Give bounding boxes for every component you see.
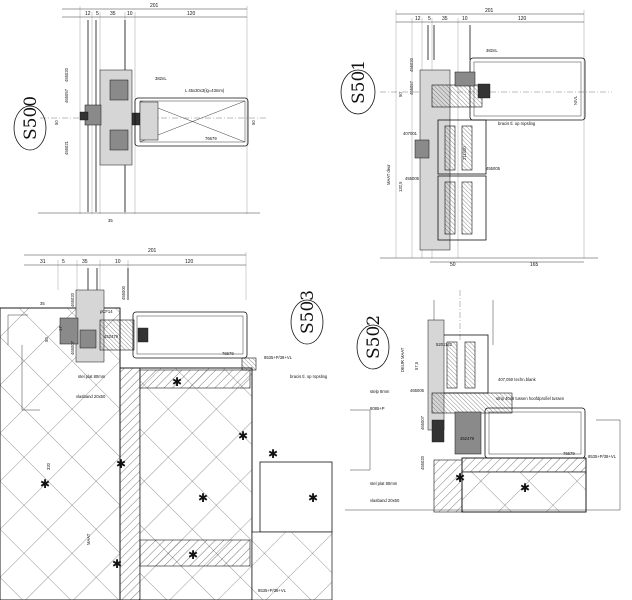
svg-text:35: 35 bbox=[442, 16, 448, 22]
svg-text:50: 50 bbox=[44, 337, 49, 342]
svg-text:vlasband 20x50: vlasband 20x50 bbox=[76, 394, 106, 399]
svg-text:50: 50 bbox=[450, 262, 456, 268]
svg-text:✱: ✱ bbox=[112, 557, 122, 571]
svg-text:8535+P/38+VL: 8535+P/38+VL bbox=[264, 355, 293, 360]
s503-side-dims: 35 17 50 465020 465007 455000 bbox=[40, 285, 126, 355]
s502-fill-markers: ✱✱ bbox=[455, 471, 530, 495]
s500-dim-e: 120 bbox=[187, 11, 196, 17]
svg-text:5: 5 bbox=[62, 259, 65, 265]
svg-text:50: 50 bbox=[54, 120, 59, 125]
svg-text:382nL: 382nL bbox=[486, 48, 498, 53]
svg-text:57,5: 57,5 bbox=[414, 361, 419, 370]
svg-text:vlasband 20x50: vlasband 20x50 bbox=[370, 498, 400, 503]
svg-text:5: 5 bbox=[428, 16, 431, 22]
svg-text:stel plat 80mm: stel plat 80mm bbox=[78, 374, 106, 379]
svg-text:35: 35 bbox=[40, 301, 45, 306]
svg-text:MAAT: MAAT bbox=[86, 533, 91, 545]
svg-text:10: 10 bbox=[462, 16, 468, 22]
s501-side-dims: 465057 455020 50 132,5 MAAT deur bbox=[386, 57, 414, 192]
svg-text:76679: 76679 bbox=[563, 451, 575, 456]
svg-text:320: 320 bbox=[46, 462, 51, 470]
svg-text:DEUR MAAT: DEUR MAAT bbox=[400, 347, 405, 372]
svg-text:12: 12 bbox=[415, 16, 421, 22]
svg-text:✱: ✱ bbox=[188, 548, 198, 562]
svg-text:165: 165 bbox=[530, 262, 539, 268]
svg-text:bracis tl. op ropsling: bracis tl. op ropsling bbox=[290, 374, 328, 379]
svg-text:stelp 8mm: stelp 8mm bbox=[370, 389, 390, 394]
svg-text:31: 31 bbox=[40, 259, 46, 265]
s500-dim-a: 12 bbox=[85, 11, 91, 17]
svg-text:452479: 452479 bbox=[104, 334, 119, 339]
s503-label: S503 bbox=[298, 290, 318, 334]
svg-text:455020: 455020 bbox=[409, 57, 414, 72]
svg-text:8085+P: 8085+P bbox=[370, 406, 385, 411]
s500-label: S500 bbox=[21, 96, 41, 140]
svg-text:455005: 455005 bbox=[405, 176, 420, 181]
svg-text:120: 120 bbox=[185, 259, 194, 265]
detail-s501: 201 12 5 35 10 120 465057 455020 50 132,… bbox=[340, 8, 612, 268]
svg-text:stel plat 80mm: stel plat 80mm bbox=[370, 481, 398, 486]
s500-tag-angle: L 45x30x3(lg=43mm) bbox=[185, 88, 225, 93]
svg-text:8535+P/38+VL: 8535+P/38+VL bbox=[588, 454, 617, 459]
footer-note: 8535+P/38+VL bbox=[258, 588, 287, 593]
svg-text:✱: ✱ bbox=[268, 447, 278, 461]
detail-s503: 201 31 5 35 10 120 bbox=[0, 248, 333, 600]
svg-text:5201142: 5201142 bbox=[436, 342, 453, 347]
svg-text:50: 50 bbox=[398, 92, 403, 97]
detail-s502: ✱✱ 5201142 407,050 techn.blank strip 40x… bbox=[345, 290, 621, 513]
svg-text:211400: 211400 bbox=[462, 146, 467, 160]
svg-text:✱: ✱ bbox=[116, 457, 126, 471]
svg-text:455021: 455021 bbox=[64, 140, 69, 155]
svg-text:455020: 455020 bbox=[420, 455, 425, 470]
s502-side-dims: DEUR MAAT 57,5 465005 465007 455020 bbox=[400, 347, 425, 470]
s502-label: S502 bbox=[364, 315, 384, 359]
svg-text:465007: 465007 bbox=[420, 415, 425, 430]
s500-dim-c: 35 bbox=[110, 11, 116, 17]
svg-text:455020: 455020 bbox=[64, 67, 69, 82]
svg-text:120: 120 bbox=[518, 16, 527, 22]
svg-text:465005: 465005 bbox=[410, 388, 425, 393]
svg-text:✱: ✱ bbox=[198, 491, 208, 505]
svg-text:bracis tl. op ropsling: bracis tl. op ropsling bbox=[498, 121, 536, 126]
svg-text:✱: ✱ bbox=[40, 477, 50, 491]
s500-tag-screw: 382nL bbox=[155, 76, 167, 81]
svg-text:132,5: 132,5 bbox=[398, 181, 403, 192]
svg-text:✱: ✱ bbox=[455, 471, 465, 485]
s500-tag-profile: 76679 bbox=[205, 136, 217, 141]
s500-dim-b: 5 bbox=[96, 11, 99, 17]
svg-text:pCF14: pCF14 bbox=[100, 309, 113, 314]
svg-text:NIVL: NIVL bbox=[573, 95, 578, 105]
svg-text:✱: ✱ bbox=[172, 375, 182, 389]
svg-text:465057: 465057 bbox=[409, 80, 414, 95]
svg-text:10: 10 bbox=[115, 259, 121, 265]
detail-s500: 201 12 5 35 10 120 465057 455020 455021 … bbox=[13, 3, 268, 223]
svg-text:455000: 455000 bbox=[121, 285, 126, 300]
svg-text:50: 50 bbox=[251, 120, 256, 125]
svg-text:35: 35 bbox=[82, 259, 88, 265]
svg-text:455005: 455005 bbox=[486, 166, 501, 171]
svg-text:35: 35 bbox=[108, 218, 113, 223]
svg-text:201: 201 bbox=[148, 248, 157, 254]
svg-text:407001: 407001 bbox=[403, 131, 418, 136]
s503-fill-markers: ✱ ✱ ✱ ✱ ✱ ✱ ✱ ✱ ✱ bbox=[40, 375, 318, 571]
svg-text:17: 17 bbox=[58, 326, 63, 331]
s500-dim-d: 10 bbox=[127, 11, 133, 17]
svg-text:strip 40x8 tussen hoofdprofiel: strip 40x8 tussen hoofdprofiel tussen bbox=[496, 396, 565, 401]
svg-text:✱: ✱ bbox=[520, 481, 530, 495]
svg-text:465020: 465020 bbox=[70, 292, 75, 307]
svg-text:✱: ✱ bbox=[308, 491, 318, 505]
svg-text:452479: 452479 bbox=[460, 436, 475, 441]
svg-text:407,050 techn.blank: 407,050 techn.blank bbox=[498, 377, 537, 382]
svg-text:465057: 465057 bbox=[64, 88, 69, 103]
svg-text:76679: 76679 bbox=[222, 351, 234, 356]
svg-text:✱: ✱ bbox=[238, 429, 248, 443]
s500-dim-total: 201 bbox=[150, 3, 159, 9]
svg-text:201: 201 bbox=[485, 8, 494, 14]
s500-side-dims: 465057 455020 455021 50 35 bbox=[54, 67, 113, 223]
svg-text:465007: 465007 bbox=[70, 340, 75, 355]
s501-label: S501 bbox=[349, 60, 369, 104]
svg-text:MAAT deur: MAAT deur bbox=[386, 164, 391, 185]
